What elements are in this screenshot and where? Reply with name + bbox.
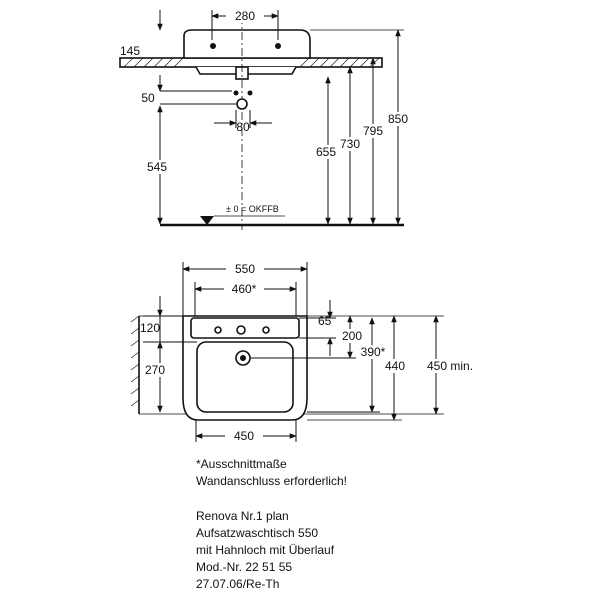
countertop — [119, 57, 383, 68]
dim-270: 270 — [145, 363, 165, 377]
dim-65: 65 — [318, 314, 332, 328]
dim-450-bottom: 450 — [234, 429, 254, 443]
title-model-number: Mod.-Nr. 22 51 55 — [196, 560, 293, 574]
basin-side-profile — [183, 29, 311, 59]
title-product-variant: mit Hahnloch mit Überlauf — [196, 543, 335, 557]
title-date: 27.07.06/Re-Th — [196, 577, 280, 591]
drain-outlet — [236, 98, 248, 110]
floor-marker-icon — [200, 216, 214, 225]
tap-hole-2 — [236, 325, 246, 335]
floor-label: ± 0 = OKFFB — [226, 204, 279, 214]
dim-450-min: 450 min. — [427, 359, 473, 373]
dim-120: 120 — [140, 321, 160, 335]
drain-bolt-right — [247, 90, 253, 96]
title-product-type: Aufsatzwaschtisch 550 — [196, 526, 319, 540]
tap-hole-3 — [262, 326, 270, 334]
side-view: 280 145 50 80 545 ± 0 = OKFFB 655 73 — [119, 9, 412, 230]
dim-730: 730 — [340, 137, 360, 151]
dim-795: 795 — [363, 124, 383, 138]
title-product-name: Renova Nr.1 plan — [196, 509, 289, 523]
dim-80: 80 — [236, 120, 250, 134]
cutout-note: *Ausschnittmaße — [196, 457, 287, 471]
dim-280: 280 — [235, 9, 255, 23]
wall-connection-note: Wandanschluss erforderlich! — [196, 474, 347, 488]
dim-550: 550 — [235, 262, 255, 276]
wall-hatch — [130, 315, 140, 407]
bowl — [196, 341, 294, 413]
dim-850: 850 — [388, 112, 408, 126]
tap-hole-left — [210, 43, 216, 49]
tap-hole-right — [275, 43, 281, 49]
tap-hole-1 — [214, 326, 222, 334]
dim-545: 545 — [147, 160, 167, 174]
dim-460: 460* — [232, 282, 257, 296]
drain-bolt-left — [233, 90, 239, 96]
dim-200: 200 — [342, 329, 362, 343]
dim-145: 145 — [120, 44, 140, 58]
dim-50: 50 — [141, 91, 155, 105]
dim-440: 440 — [385, 359, 405, 373]
plan-view: 550 460* 450 120 270 65 200 — [130, 262, 486, 443]
dim-390: 390* — [361, 345, 386, 359]
dim-655: 655 — [316, 145, 336, 159]
